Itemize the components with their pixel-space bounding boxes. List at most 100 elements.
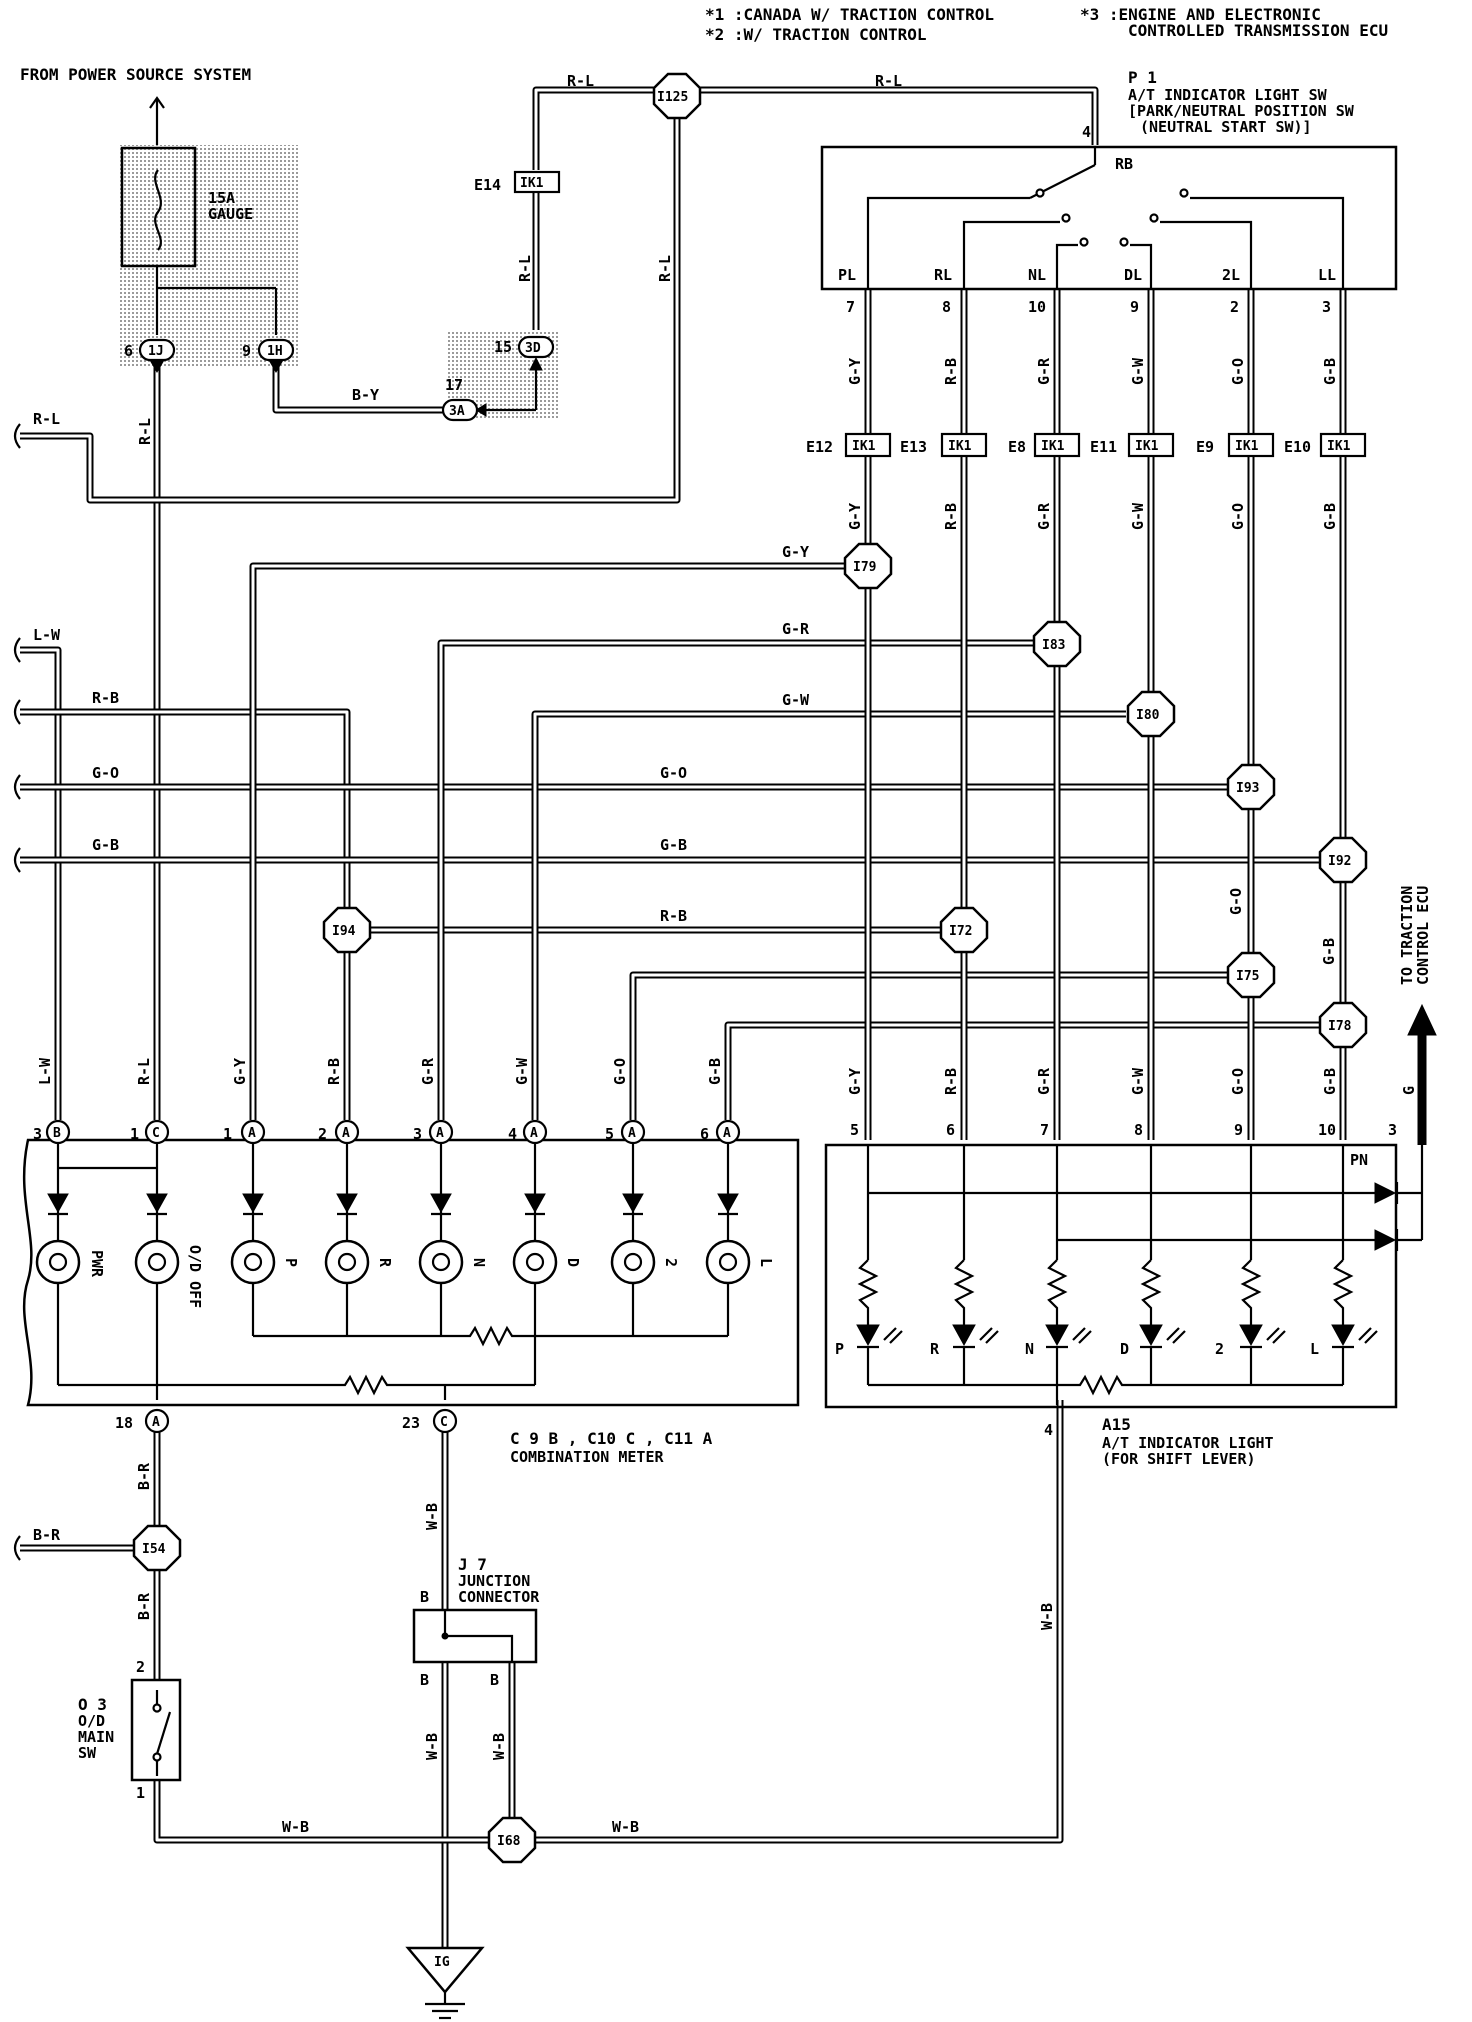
svg-text:R-B: R-B — [942, 358, 960, 385]
svg-text:8: 8 — [942, 298, 951, 316]
svg-text:IK1: IK1 — [1327, 439, 1351, 454]
svg-text:I78: I78 — [1328, 1019, 1352, 1034]
svg-text:O/D OFF: O/D OFF — [186, 1245, 204, 1308]
svg-text:R-L: R-L — [875, 72, 902, 90]
svg-text:5: 5 — [605, 1125, 614, 1143]
arrow-up-icon — [149, 96, 165, 109]
svg-text:CONNECTOR: CONNECTOR — [458, 1588, 540, 1606]
svg-text:A: A — [530, 1126, 538, 1141]
svg-text:I54: I54 — [142, 1542, 166, 1557]
svg-text:I75: I75 — [1236, 969, 1259, 984]
svg-text:W-B: W-B — [423, 1733, 441, 1760]
note-2: *2 :W/ TRACTION CONTROL — [705, 25, 927, 44]
svg-text:G-B: G-B — [92, 836, 119, 854]
svg-text:4: 4 — [508, 1125, 517, 1143]
svg-text:DL: DL — [1124, 266, 1142, 284]
svg-text:A: A — [723, 1126, 731, 1141]
svg-text:RL: RL — [934, 266, 952, 284]
svg-text:10: 10 — [1318, 1121, 1336, 1139]
svg-text:1: 1 — [130, 1125, 139, 1143]
svg-text:(FOR SHIFT LEVER): (FOR SHIFT LEVER) — [1102, 1450, 1256, 1468]
svg-text:L-W: L-W — [33, 626, 61, 644]
svg-text:3A: 3A — [449, 404, 465, 419]
svg-text:TO TRACTION: TO TRACTION — [1398, 886, 1416, 985]
svg-text:O/D: O/D — [78, 1712, 105, 1730]
p1-switch-box — [820, 145, 1398, 291]
svg-text:G-Y: G-Y — [846, 1068, 864, 1095]
power-source-label: FROM POWER SOURCE SYSTEM — [20, 65, 251, 84]
svg-text:R-B: R-B — [942, 503, 960, 530]
resistor-icon — [253, 1325, 728, 1347]
svg-text:G-R: G-R — [1035, 1067, 1053, 1095]
svg-text:G-Y: G-Y — [846, 358, 864, 385]
svg-text:D: D — [1120, 1340, 1129, 1358]
svg-text:G: G — [1400, 1086, 1418, 1095]
svg-text:8: 8 — [1134, 1121, 1143, 1139]
svg-text:R-L: R-L — [135, 1058, 153, 1085]
svg-text:3: 3 — [413, 1125, 422, 1143]
svg-text:I125: I125 — [657, 90, 688, 105]
p1-switch: P 1 A/T INDICATOR LIGHT SW [PARK/NEUTRAL… — [820, 68, 1398, 316]
lamp-icons — [35, 1239, 751, 1285]
svg-text:G-R: G-R — [1035, 357, 1053, 385]
svg-text:E9: E9 — [1196, 438, 1214, 456]
svg-text:P: P — [282, 1258, 300, 1267]
svg-text:2: 2 — [136, 1658, 145, 1676]
svg-text:SW: SW — [78, 1744, 97, 1762]
svg-text:4: 4 — [1082, 123, 1091, 141]
svg-text:I94: I94 — [332, 924, 356, 939]
svg-text:2: 2 — [1230, 298, 1239, 316]
svg-text:G-Y: G-Y — [846, 503, 864, 530]
svg-text:G-B: G-B — [1321, 358, 1339, 385]
svg-text:9: 9 — [1234, 1121, 1243, 1139]
svg-text:B-R: B-R — [33, 1526, 61, 1544]
svg-text:G-B: G-B — [706, 1058, 724, 1085]
svg-text:G-B: G-B — [1321, 1068, 1339, 1095]
e14-label: E14 — [474, 176, 501, 194]
fuse-icon — [154, 169, 162, 251]
note-3-cont: CONTROLLED TRANSMISSION ECU — [1128, 21, 1388, 40]
svg-text:4: 4 — [1044, 1421, 1053, 1439]
svg-text:1: 1 — [223, 1125, 232, 1143]
svg-text:I72: I72 — [949, 924, 972, 939]
svg-text:23: 23 — [402, 1414, 420, 1432]
svg-text:10: 10 — [1028, 298, 1046, 316]
svg-text:I79: I79 — [853, 560, 876, 575]
svg-text:R-L: R-L — [516, 255, 534, 282]
svg-text:6: 6 — [946, 1121, 955, 1139]
svg-text:PWR: PWR — [88, 1250, 106, 1278]
svg-text:B-R: B-R — [135, 1592, 153, 1620]
svg-text:R: R — [376, 1258, 394, 1268]
svg-text:A15: A15 — [1102, 1415, 1131, 1434]
svg-text:N: N — [470, 1258, 488, 1267]
svg-text:G-W: G-W — [1129, 1067, 1147, 1095]
svg-text:C 9 B , C10 C , C11 A: C 9 B , C10 C , C11 A — [510, 1429, 713, 1448]
svg-text:IK1: IK1 — [520, 176, 544, 191]
svg-text:L: L — [757, 1258, 775, 1267]
svg-text:G-O: G-O — [1229, 1068, 1247, 1095]
svg-text:[PARK/NEUTRAL POSITION SW: [PARK/NEUTRAL POSITION SW — [1128, 102, 1355, 120]
svg-text:A: A — [152, 1415, 160, 1430]
svg-text:PL: PL — [838, 266, 856, 284]
svg-text:A/T INDICATOR LIGHT SW: A/T INDICATOR LIGHT SW — [1128, 86, 1328, 104]
svg-text:1H: 1H — [267, 344, 283, 359]
svg-text:3D: 3D — [525, 341, 541, 356]
od-main-switch: 2 O 3 O/D MAIN SW 1 — [78, 1658, 182, 1802]
svg-text:D: D — [564, 1258, 582, 1267]
ik1-connectors: E12 IK1 E13 IK1 E8 IK1 E11 IK1 E9 IK1 E1… — [806, 432, 1367, 458]
svg-text:G-Y: G-Y — [782, 543, 809, 561]
svg-text:(NEUTRAL START SW)]: (NEUTRAL START SW)] — [1140, 118, 1312, 136]
svg-text:R-B: R-B — [325, 1058, 343, 1085]
svg-text:G-W: G-W — [782, 691, 810, 709]
svg-text:NL: NL — [1028, 266, 1046, 284]
svg-text:A: A — [436, 1126, 444, 1141]
svg-text:R-B: R-B — [92, 689, 119, 707]
svg-text:E13: E13 — [900, 438, 927, 456]
resistor-icon — [58, 1374, 535, 1396]
svg-text:L: L — [1310, 1340, 1319, 1358]
svg-text:R: R — [930, 1340, 940, 1358]
svg-text:2L: 2L — [1222, 266, 1240, 284]
left-stubs: B-R — [13, 423, 61, 1561]
fuse-rating: 15A — [208, 189, 235, 207]
svg-text:W-B: W-B — [423, 1503, 441, 1530]
